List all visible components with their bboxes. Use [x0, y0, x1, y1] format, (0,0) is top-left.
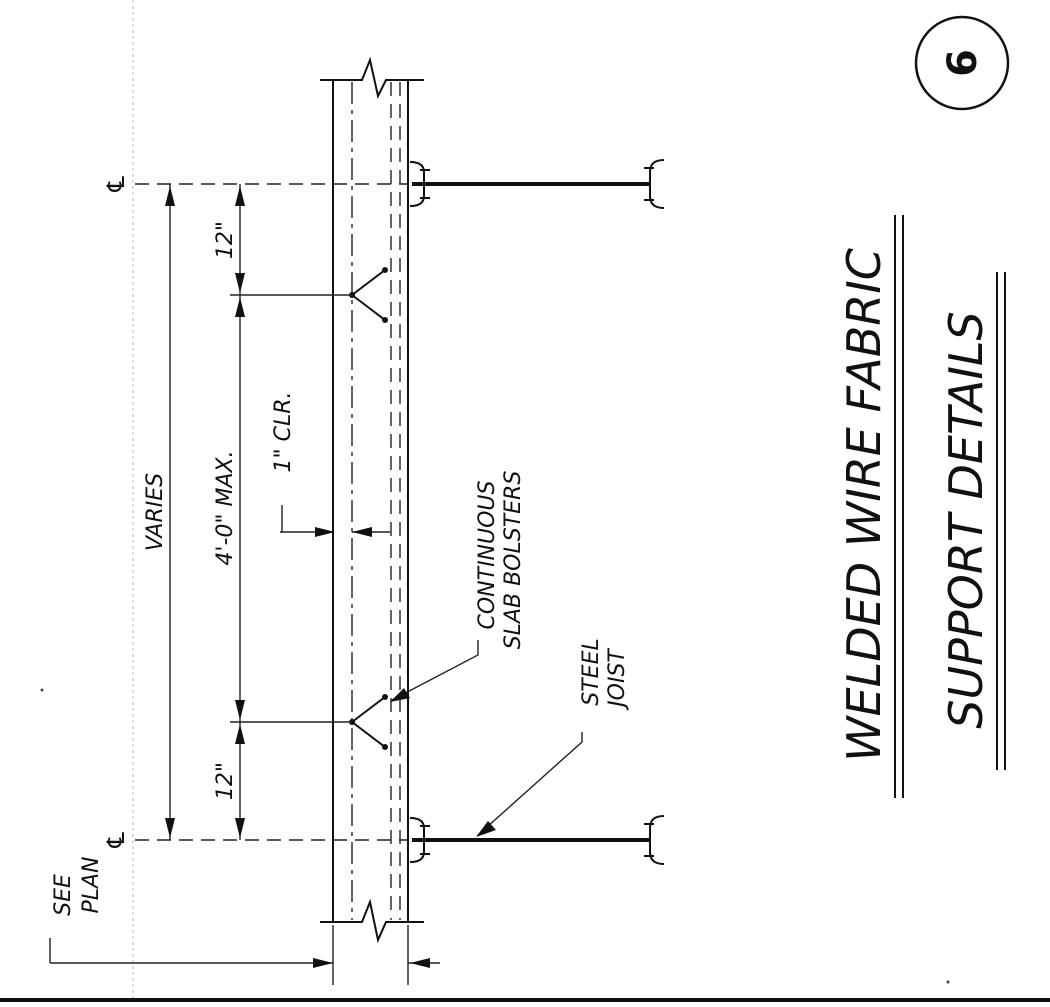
see-plan-label-2: PLAN: [79, 856, 104, 913]
centerline-symbol-top: ℄: [102, 173, 130, 195]
callout-bolsters: CONTINUOUS SLAB BOLSTERS: [390, 471, 526, 702]
slab-bolster-top: [349, 267, 388, 323]
dimension-chain: 12" 4'-0" MAX. 12": [213, 184, 352, 840]
slab-bolster-bottom: [349, 694, 388, 750]
dimension-overall: VARIES: [143, 184, 175, 840]
dimension-see-plan: SEE PLAN: [49, 856, 440, 985]
dimension-clearance: 1" CLR.: [271, 391, 390, 537]
dimension-clearance-label: 1" CLR.: [271, 391, 296, 472]
title-line-2: SUPPORT DETAILS: [939, 311, 993, 728]
callout-joist-line1: STEEL: [579, 638, 604, 705]
concrete-slab: [320, 56, 424, 944]
scan-speck: [946, 980, 950, 984]
dimension-end-top-label: 12": [213, 221, 238, 259]
callout-bolsters-line2: SLAB BOLSTERS: [501, 471, 526, 650]
dimension-middle-label: 4'-0" MAX.: [213, 450, 238, 565]
centerline-top: ℄: [102, 173, 408, 195]
callout-steel-joist: STEEL JOIST: [476, 638, 630, 837]
callout-joist-line2: JOIST: [605, 648, 630, 711]
steel-joist-bottom: [409, 815, 665, 865]
centerline-symbol-bottom: ℄: [102, 829, 130, 851]
detail-title: WELDED WIRE FABRIC SUPPORT DETAILS: [837, 215, 1006, 798]
title-line-1: WELDED WIRE FABRIC: [837, 248, 891, 762]
centerline-bottom: ℄: [102, 829, 408, 851]
callout-bolsters-line1: CONTINUOUS: [475, 480, 500, 629]
scan-speck: [40, 688, 44, 692]
detail-number-badge: 6: [914, 15, 1010, 111]
see-plan-label-1: SEE: [51, 874, 76, 916]
dimension-end-bottom-label: 12": [213, 762, 238, 800]
dimension-overall-label: VARIES: [143, 473, 168, 551]
detail-number: 6: [940, 49, 986, 77]
steel-joist-top: [409, 159, 665, 209]
